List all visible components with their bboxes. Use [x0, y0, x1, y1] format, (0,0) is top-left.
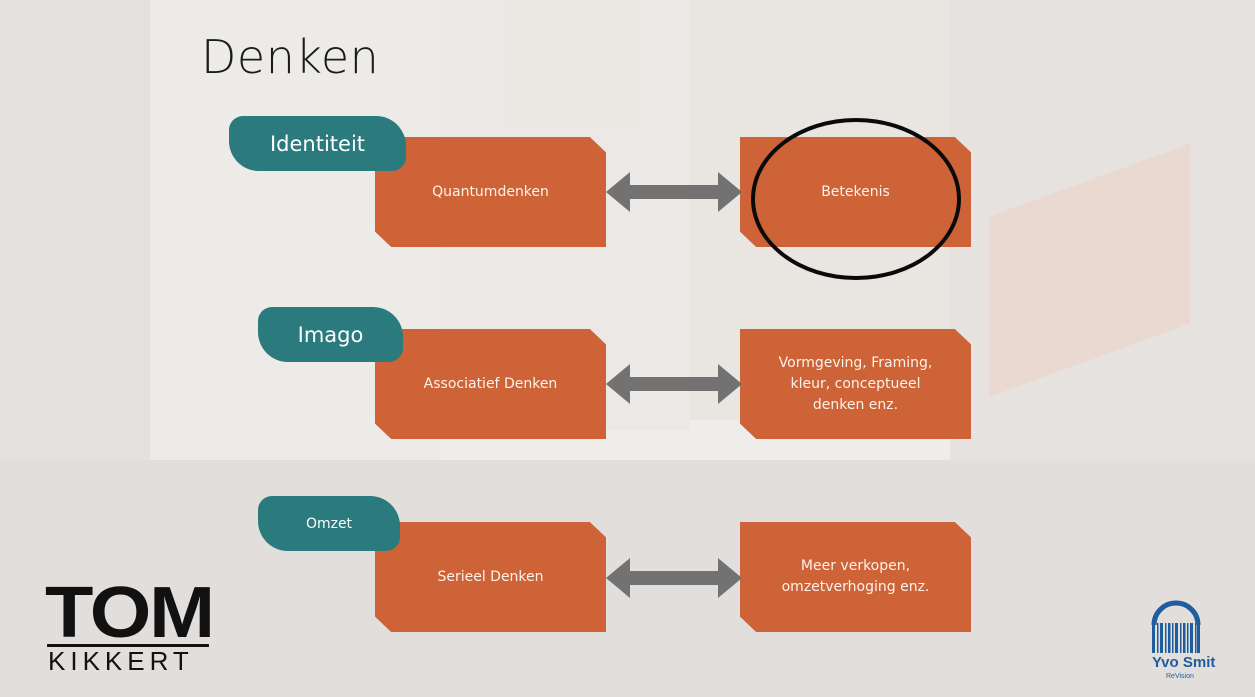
- associatief-denken-box: Associatief Denken: [375, 329, 606, 439]
- highlight-circle: [751, 118, 961, 280]
- identiteit-tab: Identiteit: [229, 116, 406, 171]
- yvo-smit-logo-name: Yvo Smit: [1152, 654, 1216, 671]
- logo-divider: [47, 644, 209, 647]
- omzet-tab: Omzet: [258, 496, 400, 551]
- box-label: Quantumdenken: [432, 183, 549, 200]
- box-label: Meer verkopen, omzetverhoging enz.: [781, 558, 930, 595]
- tab-label: Imago: [297, 322, 364, 347]
- box-label: Associatief Denken: [423, 375, 558, 392]
- vormgeving-box: Vormgeving, Framing, kleur, conceptueel …: [740, 329, 971, 439]
- double-arrow-icon: [606, 172, 742, 212]
- meer-verkopen-box: Meer verkopen, omzetverhoging enz.: [740, 522, 971, 632]
- tom-kikkert-logo-bottom: KIKKERT: [48, 646, 194, 676]
- yvo-smit-logo-sub: ReVision: [1166, 673, 1194, 680]
- serieel-denken-box: Serieel Denken: [375, 522, 606, 632]
- tab-label: Omzet: [305, 515, 353, 532]
- box-label: Serieel Denken: [437, 568, 544, 585]
- tab-label: Identiteit: [269, 131, 366, 156]
- box-label: Vormgeving, Framing, kleur, conceptueel …: [778, 354, 933, 413]
- double-arrow-icon: [606, 364, 742, 404]
- double-arrow-icon: [606, 558, 742, 598]
- yvo-smit-logo-icon: [1151, 600, 1201, 653]
- slide-title: Denken: [201, 30, 380, 84]
- imago-tab: Imago: [258, 307, 403, 362]
- tom-kikkert-logo-top: TOM: [45, 573, 215, 653]
- quantumdenken-box: Quantumdenken: [375, 137, 606, 247]
